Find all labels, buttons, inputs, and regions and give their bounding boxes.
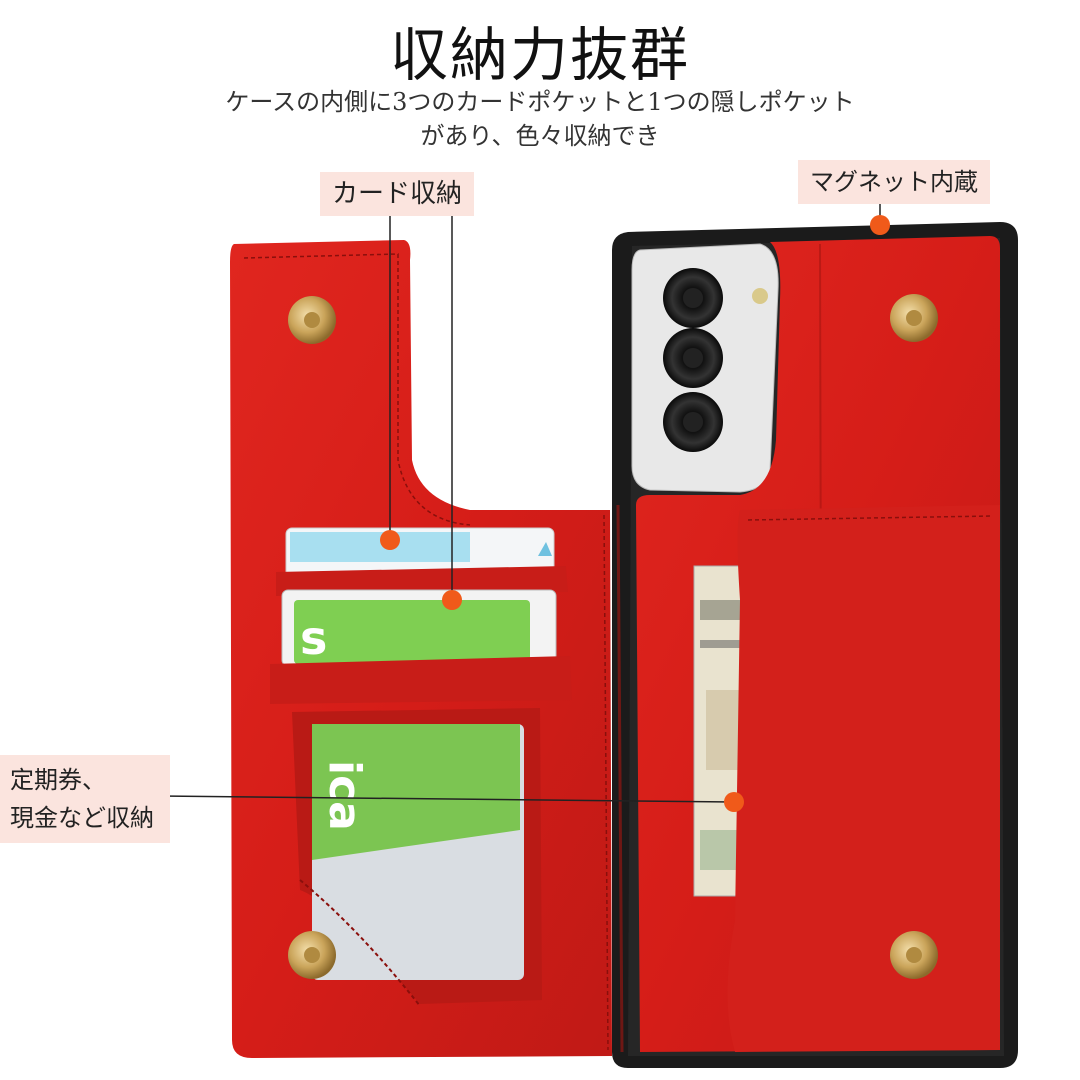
callout-pass-line-2: 現金など収納 xyxy=(10,804,154,832)
id-window-pocket: ica xyxy=(292,708,542,1007)
wallet-flap xyxy=(727,505,1000,1052)
page-title: 収納力抜群 xyxy=(389,21,690,89)
marker-dot-cash xyxy=(724,792,744,812)
callout-magnet: マグネット内蔵 xyxy=(798,160,990,204)
subtitle-line-2: があり、色々収納でき xyxy=(420,122,660,150)
snap-button-top-left xyxy=(288,296,336,344)
callout-pass-line-1: 定期券、 xyxy=(10,766,106,794)
marker-dot-magnet xyxy=(870,215,890,235)
card-slot-lip-1 xyxy=(276,566,568,596)
svg-text:ica: ica xyxy=(319,760,370,831)
card-slot-top xyxy=(285,527,555,581)
svg-text:s: s xyxy=(300,611,327,665)
callout-pass-cash: 定期券、 現金など収納 xyxy=(0,755,170,843)
marker-dot-card-top xyxy=(380,530,400,550)
card-slot-lip-2 xyxy=(270,656,572,704)
callout-card-storage: カード収納 xyxy=(320,172,475,216)
snap-button-bottom-right xyxy=(890,931,938,979)
snap-button-bottom-left xyxy=(288,931,336,979)
subtitle-line-1: ケースの内側に3つのカードポケットと1つの隠しポケット xyxy=(225,88,855,116)
snap-button-top-right xyxy=(890,294,938,342)
leader-lines xyxy=(159,196,881,803)
camera-module xyxy=(631,243,779,493)
card-slot-middle: s xyxy=(281,589,557,667)
marker-dot-card-middle xyxy=(442,590,462,610)
